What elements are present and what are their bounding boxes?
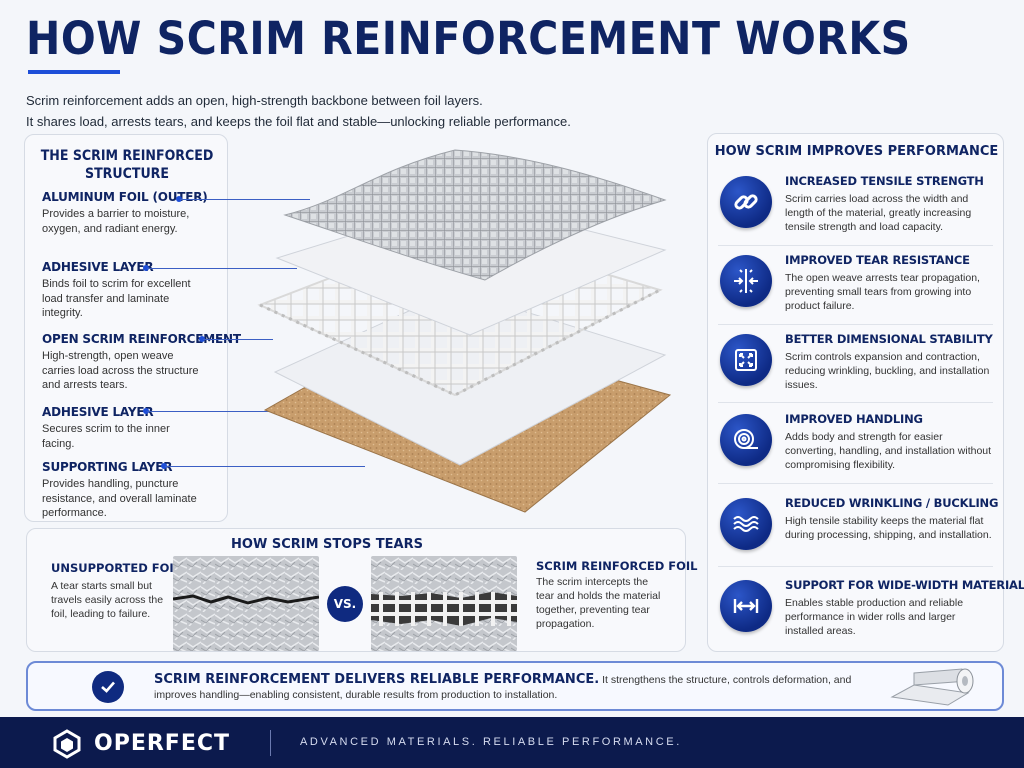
benefit-desc: Adds body and strength for easier conver… <box>785 431 992 471</box>
leader-line-supporting <box>165 466 365 467</box>
benefit-wide-width: SUPPORT FOR WIDE-WIDTH MATERIALS Enables… <box>718 578 1024 654</box>
scrim-foil-desc: The scrim intercepts the tear and holds … <box>536 576 661 630</box>
layer-name: SUPPORTING LAYER <box>42 460 173 474</box>
layer-aluminum-foil: ALUMINUM FOIL (OUTER) Provides a barrier… <box>42 190 208 236</box>
exploded-layers-illustration <box>257 149 672 513</box>
banner-headline: SCRIM REINFORCEMENT DELIVERS RELIABLE PE… <box>154 672 600 687</box>
roll-icon <box>720 414 772 466</box>
performance-title: HOW SCRIM IMPROVES PERFORMANCE <box>714 144 999 159</box>
footer-divider <box>270 730 271 756</box>
benefit-name: BETTER DIMENSIONAL STABILITY <box>785 332 993 346</box>
leader-line-adhesive-2 <box>147 411 287 412</box>
layer-name: ADHESIVE LAYER <box>42 260 154 274</box>
structure-panel: THE SCRIM REINFORCED STRUCTURE ALUMINUM … <box>24 134 241 522</box>
unsupported-foil-desc: A tear starts small but travels easily a… <box>51 580 164 620</box>
benefit-dimensional-stability: BETTER DIMENSIONAL STABILITY Scrim contr… <box>718 332 998 408</box>
divider <box>718 245 993 246</box>
intro-line-1: Scrim reinforcement adds an open, high-s… <box>26 93 483 108</box>
layer-adhesive-1: ADHESIVE LAYER Binds foil to scrim for e… <box>42 260 202 321</box>
unsupported-foil-image <box>173 556 319 651</box>
chain-link-icon <box>720 176 772 228</box>
aluminum-foil-layer <box>283 149 667 281</box>
title-underline <box>28 70 120 74</box>
benefit-improved-handling: IMPROVED HANDLING Adds body and strength… <box>718 412 998 488</box>
tear-arrows-icon <box>720 255 772 307</box>
leader-line-adhesive-1 <box>147 268 297 269</box>
leader-dot <box>176 196 182 202</box>
performance-panel: HOW SCRIM IMPROVES PERFORMANCE INCREASED… <box>707 133 1024 654</box>
unsupported-foil-label: UNSUPPORTED FOIL <box>51 561 182 575</box>
benefit-desc: Scrim controls expansion and contraction… <box>785 351 990 391</box>
structure-title: THE SCRIM REINFORCED STRUCTURE <box>40 148 214 182</box>
layer-desc: Binds foil to scrim for excellent load t… <box>42 278 191 319</box>
benefit-tensile-strength: INCREASED TENSILE STRENGTH Scrim carries… <box>718 174 998 250</box>
tears-panel: HOW SCRIM STOPS TEARS UNSUPPORTED FOIL A… <box>26 528 698 652</box>
benefit-name: INCREASED TENSILE STRENGTH <box>785 174 984 188</box>
benefit-tear-resistance: IMPROVED TEAR RESISTANCE The open weave … <box>718 253 998 329</box>
leader-dot <box>161 463 167 469</box>
leader-line-scrim <box>203 339 273 340</box>
benefit-reduced-wrinkling: REDUCED WRINKLING / BUCKLING High tensil… <box>718 496 998 572</box>
divider <box>718 483 993 484</box>
conclusion-banner: SCRIM REINFORCEMENT DELIVERS RELIABLE PE… <box>26 661 1004 711</box>
banner-text: SCRIM REINFORCEMENT DELIVERS RELIABLE PE… <box>154 672 874 703</box>
banner-body: It strengthens the structure, controls d… <box>154 674 852 701</box>
layer-supporting: SUPPORTING LAYER Provides handling, punc… <box>42 460 202 521</box>
scrim-reinforced-foil-image <box>371 556 517 651</box>
brand-name: OPERFECT <box>94 731 231 756</box>
page-title: HOW SCRIM REINFORCEMENT WORKS <box>26 12 911 65</box>
expand-frame-icon <box>720 334 772 386</box>
layer-desc: Provides handling, puncture resistance, … <box>42 478 197 519</box>
divider <box>718 324 993 325</box>
layer-desc: Provides a barrier to moisture, oxygen, … <box>42 208 190 235</box>
leader-dot <box>143 265 149 271</box>
leader-line-foil <box>180 199 310 200</box>
footer-tagline: ADVANCED MATERIALS. RELIABLE PERFORMANCE… <box>300 736 682 748</box>
benefit-desc: The open weave arrests tear propagation,… <box>785 272 980 312</box>
leader-dot <box>199 336 205 342</box>
layer-name: OPEN SCRIM REINFORCEMENT <box>42 332 241 346</box>
intro-text: Scrim reinforcement adds an open, high-s… <box>26 90 571 132</box>
intro-line-2: It shares load, arrests tears, and keeps… <box>26 114 571 129</box>
scrim-foil-label: SCRIM REINFORCED FOIL <box>536 559 698 573</box>
layer-desc: High-strength, open weave carries load a… <box>42 350 199 391</box>
foil-roll-icon <box>890 668 974 706</box>
footer: OPERFECT ADVANCED MATERIALS. RELIABLE PE… <box>0 717 1024 768</box>
benefit-desc: High tensile stability keeps the materia… <box>785 515 992 541</box>
check-icon <box>92 671 124 703</box>
waves-icon <box>720 498 772 550</box>
benefit-name: SUPPORT FOR WIDE-WIDTH MATERIALS <box>785 578 1024 592</box>
benefit-name: IMPROVED TEAR RESISTANCE <box>785 253 970 267</box>
benefit-desc: Scrim carries load across the width and … <box>785 193 972 233</box>
divider <box>718 566 993 567</box>
benefit-desc: Enables stable production and reliable p… <box>785 597 964 637</box>
width-arrows-icon <box>720 580 772 632</box>
divider <box>718 402 993 403</box>
layer-name: ALUMINUM FOIL (OUTER) <box>42 190 208 204</box>
versus-badge: VS. <box>327 586 363 622</box>
tears-title: HOW SCRIM STOPS TEARS <box>231 537 423 552</box>
benefit-name: IMPROVED HANDLING <box>785 412 923 426</box>
layer-name: ADHESIVE LAYER <box>42 405 154 419</box>
brand-logo-icon <box>53 729 81 759</box>
layer-adhesive-2: ADHESIVE LAYER Secures scrim to the inne… <box>42 405 202 451</box>
leader-dot <box>143 408 149 414</box>
benefit-name: REDUCED WRINKLING / BUCKLING <box>785 496 999 510</box>
layer-open-scrim: OPEN SCRIM REINFORCEMENT High-strength, … <box>42 332 241 393</box>
layer-desc: Secures scrim to the inner facing. <box>42 423 170 450</box>
